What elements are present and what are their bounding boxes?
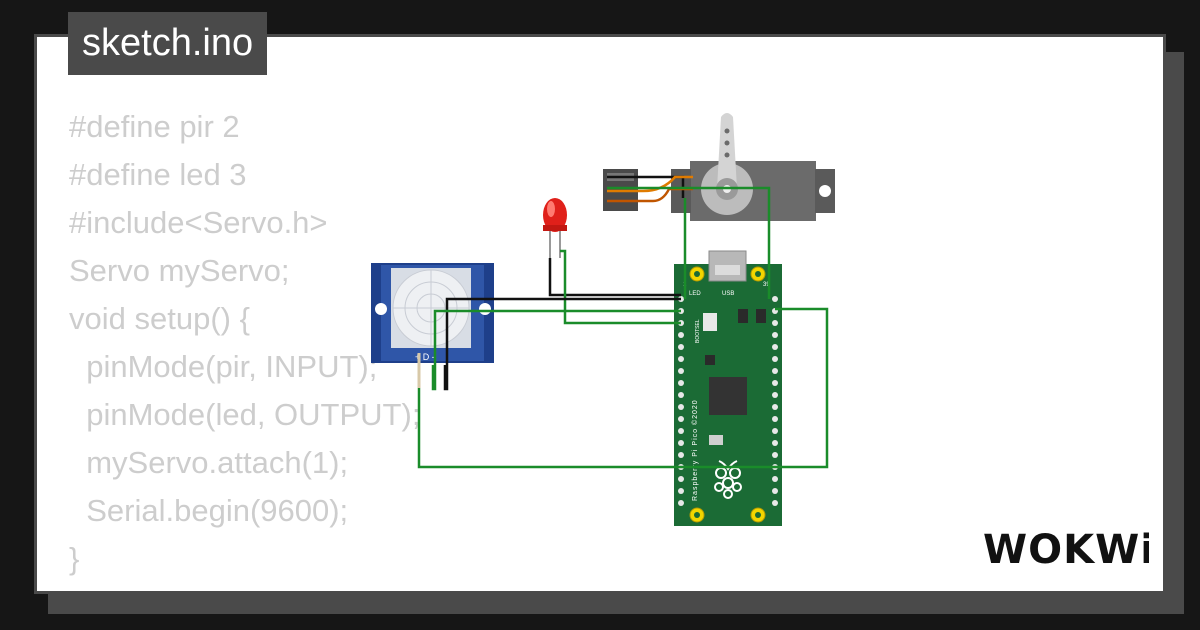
usb-label: USB [722,291,734,297]
pir-pin-labels: + D - [415,352,435,362]
wokwi-logo: WOKWi [983,527,1149,573]
code-line: } [69,541,80,576]
code-line: #define led 3 [69,157,247,192]
code-line: void setup() { [69,301,250,336]
servo-motor[interactable] [603,113,835,221]
wires [417,175,829,469]
pir-sensor[interactable]: + D - [371,263,494,363]
code-line: myServo.attach(1); [69,445,349,480]
code-line: #define pir 2 [69,109,240,144]
code-line: pinMode(led, OUTPUT); [69,397,421,432]
file-tab[interactable]: sketch.ino [68,12,268,75]
code-preview: #define pir 2 #define led 3 #include<Servo… [69,103,420,583]
code-line: #include<Servo.h> [69,205,328,240]
project-card[interactable]: #define pir 2 #define led 3 #include<Servo… [34,34,1166,594]
bootsel-label: BOOTSEL [695,319,701,343]
led-red[interactable] [543,198,567,258]
pin-label-39: 39 [763,282,770,288]
board-brand-label: Raspberry Pi Pico ©2020 [691,399,699,501]
code-line: Serial.begin(9600); [69,493,349,528]
code-line: Servo myServo; [69,253,290,288]
led-label: LED [689,291,701,297]
code-line: pinMode(pir, INPUT); [69,349,378,384]
pico-board[interactable]: Raspberry Pi Pico ©2020 USB LED BOOTSEL … [674,250,782,526]
circuit-diagram: Raspberry Pi Pico ©2020 USB LED BOOTSEL … [371,113,835,526]
wokwi-logo-text: WOKWi [983,527,1149,573]
